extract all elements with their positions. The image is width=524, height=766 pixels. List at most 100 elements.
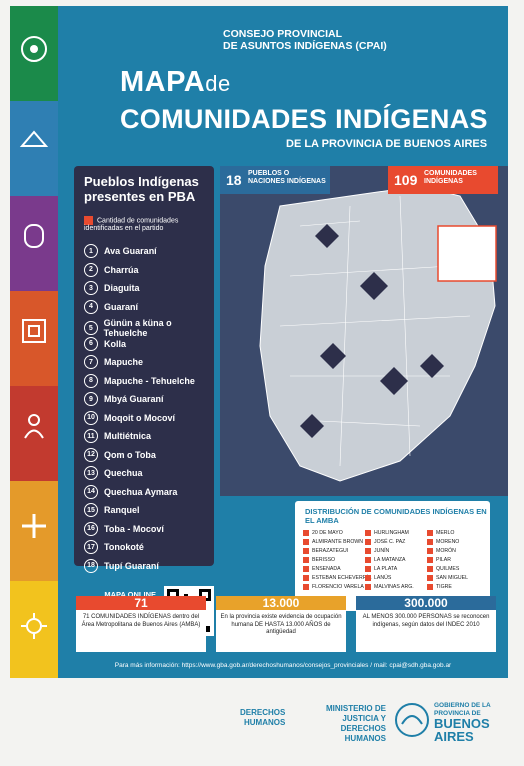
legend-label: Mapuche [104,357,144,367]
legend-number: 16 [84,521,98,536]
amba-list-item: MORÓN [427,547,468,556]
amba-list-item: JOSÉ C. PAZ [365,538,414,547]
amba-item-label: MORENO [436,539,460,545]
emblem-icon [21,36,47,62]
legend-key-text: Cantidad de comunidades identificadas en… [84,217,179,233]
amba-bullet-icon [427,547,433,554]
strip-band-blue [10,101,58,196]
amba-list-item: TIGRE [427,583,468,592]
province-map[interactable] [220,166,508,496]
amba-bullet-icon [365,547,371,554]
amba-item-label: LANÚS [374,575,392,581]
legend-label: Ranquel [104,505,140,515]
legend-item: 14 Quechua Aymara [84,484,178,499]
legend-label: Mapuche - Tehuelche [104,375,195,386]
amba-bullet-icon [365,583,371,590]
legend-item: 16 Toba - Mocoví [84,521,164,536]
legend-label: Guaraní [104,301,139,312]
legend-label: Quechua Aymara [104,486,178,497]
amba-item-label: LA MATANZA [374,557,406,563]
legend-label: Toba - Mocoví [104,523,164,534]
legend-label: Charrúa [104,264,139,275]
legend-label: Qom o Toba [104,449,156,460]
strip-band-purple [10,196,58,291]
legend-number: 17 [84,540,98,554]
poster: CONSEJO PROVINCIAL DE ASUNTOS INDÍGENAS … [10,6,508,678]
legend-item: 17 Tonokoté [84,540,144,554]
amba-list-item: ENSENADA [303,565,371,574]
stat-comunidades: 109 COMUNIDADES INDÍGENAS [388,166,498,194]
legend-label: Kolla [104,338,127,349]
main-area: CONSEJO PROVINCIAL DE ASUNTOS INDÍGENAS … [58,6,508,678]
amba-bullet-icon [303,574,309,581]
amba-list-item: 20 DE MAYO [303,529,371,538]
amba-bullet-icon [303,556,309,563]
legend-label: Multiétnica [104,431,152,441]
amba-bullet-icon [365,529,371,536]
ministry-line1: MINISTERIO DE [325,704,386,713]
amba-item-label: JUNÍN [374,548,390,554]
amba-list-item: MALVINAS ARG. [365,583,414,592]
amba-list-item: BERAZATEGUI [303,547,371,556]
amba-list-item: QUILMES [427,565,468,574]
amba-distribution: DISTRIBUCIÓN DE COMUNIDADES INDÍGENAS EN… [295,501,490,611]
legend-number: 14 [84,484,98,499]
stat-pueblos: 18 PUEBLOS O NACIONES INDÍGENAS [220,166,330,194]
amba-item-label: PILAR [436,557,451,563]
title-de: de [205,71,231,96]
amba-bullet-icon [303,538,309,545]
amba-list-item: ESTEBAN ECHEVERRÍA [303,574,371,583]
legend-item: 2 Charrúa [84,262,139,277]
dh-line2: HUMANOS [244,718,286,727]
bottom-stat-1-head: 71 [76,596,206,610]
amba-bullet-icon [427,574,433,581]
legend-label: Tonokoté [104,542,144,552]
footer-link[interactable]: Para más información: https://www.gba.go… [114,662,452,669]
legend-title-line1: Pueblos Indígenas [84,174,199,189]
bottom-stat-2-text: En la provincia existe evidencia de ocup… [220,614,342,635]
bottom-stat-1-text: 71 COMUNIDADES INDÍGENAS dentro del Área… [81,614,201,628]
pattern-icon [22,319,46,343]
amba-list-item: HURLINGHAM [365,529,414,538]
stat-pueblos-label: PUEBLOS O NACIONES INDÍGENAS [248,170,326,185]
sun-icon [21,613,47,639]
legend-title: Pueblos Indígenas presentes en PBA [84,174,199,204]
bottom-stat-2: 13.000 En la provincia existe evidencia … [216,596,346,652]
legend-number: 10 [84,410,98,425]
mask-icon [24,224,44,248]
ministry-line2: JUSTICIA Y DERECHOS [340,714,386,733]
amba-bullet-icon [427,556,433,563]
legend-label: Tupí Guaraní [104,560,159,571]
amba-item-label: ESTEBAN ECHEVERRÍA [312,575,372,581]
amba-bullet-icon [365,538,371,545]
amba-list-item: SAN MIGUEL [427,574,468,583]
legend-number: 13 [84,466,98,480]
legend-number: 18 [84,558,98,573]
org-line1: CONSEJO PROVINCIAL [223,28,343,40]
legend-label: Günün a küna o Tehuelche [103,318,172,338]
legend-title-line2: presentes en PBA [84,189,196,204]
legend-key: Cantidad de comunidades identificadas en… [84,216,214,233]
amba-list-item: PILAR [427,556,468,565]
amba-bullet-icon [427,565,433,572]
amba-list-item: LA MATANZA [365,556,414,565]
legend-label: Diaguita [104,283,140,293]
gba-line2: PROVINCIA DE [434,709,481,717]
strip-band-red [10,386,58,481]
amba-list-item: LANÚS [365,574,414,583]
decorative-strip [10,6,58,678]
amba-bullet-icon [365,574,371,581]
amba-list-item: FLORENCIO VARELA [303,583,371,592]
amba-title: DISTRIBUCIÓN DE COMUNIDADES INDÍGENAS EN… [305,507,487,525]
legend-number: 2 [84,262,98,277]
strip-band-yellow [10,581,58,678]
amba-list-item: LA PLATA [365,565,414,574]
amba-bullet-icon [303,529,309,536]
amba-bullet-icon [303,583,309,590]
